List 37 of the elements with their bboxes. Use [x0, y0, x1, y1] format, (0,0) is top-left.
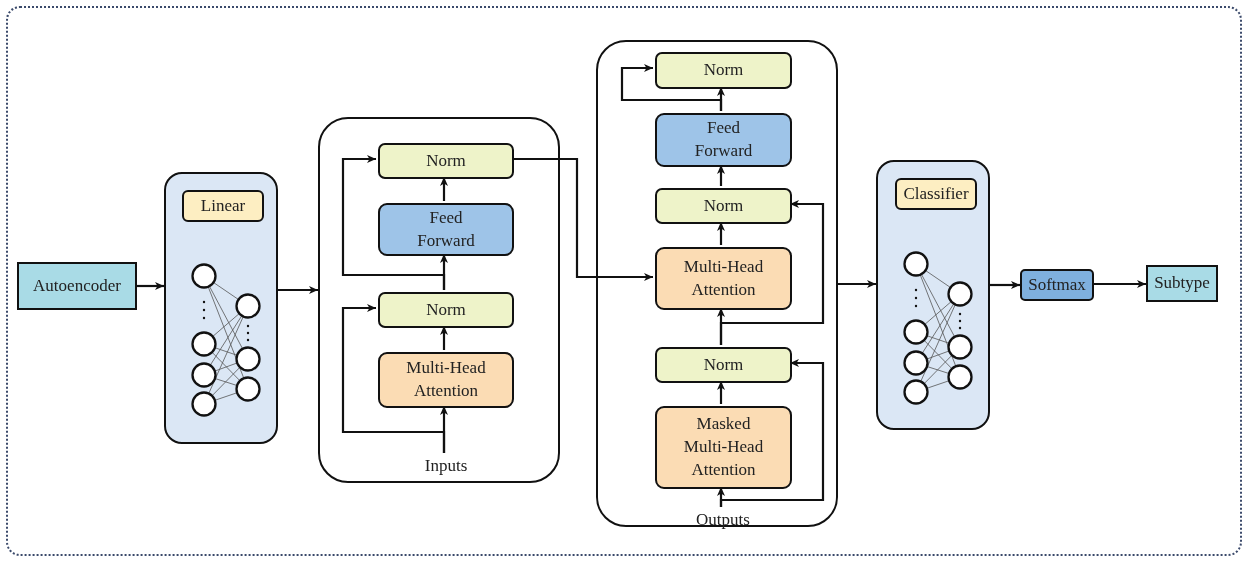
process-box: Norm: [378, 143, 514, 179]
arrow: [440, 326, 448, 350]
arrow: [341, 304, 446, 453]
arrow: [137, 282, 164, 290]
output-label: Outputs: [684, 509, 762, 531]
arrow: [719, 359, 825, 507]
encoder-block: [318, 117, 560, 483]
process-box: Feed Forward: [378, 203, 514, 256]
process-box: Norm: [655, 188, 792, 224]
process-box: Masked Multi-Head Attention: [655, 406, 792, 489]
arrow: [512, 157, 653, 281]
arrow: [1094, 280, 1146, 288]
arrow: [341, 155, 446, 290]
process-box: Softmax: [1020, 269, 1094, 301]
arrow: [717, 381, 725, 404]
process-box: Norm: [655, 347, 792, 383]
layer-label-box: Linear: [182, 190, 264, 222]
arrow: [278, 286, 318, 294]
process-box: Feed Forward: [655, 113, 792, 167]
process-box: Norm: [655, 52, 792, 89]
arrow: [440, 177, 448, 201]
process-box: Subtype: [1146, 265, 1218, 302]
arrow: [717, 222, 725, 245]
process-box: Autoencoder: [17, 262, 137, 310]
arrow: [620, 64, 723, 111]
arrow: [838, 280, 876, 288]
layer-panel: [164, 172, 278, 444]
arrow: [719, 200, 825, 345]
decoder-block: [596, 40, 838, 527]
layer-label-box: Classifier: [895, 178, 977, 210]
arrow: [990, 281, 1020, 289]
input-label: Inputs: [412, 455, 480, 477]
arrow: [717, 165, 725, 186]
layer-panel: [876, 160, 990, 430]
process-box: Multi-Head Attention: [378, 352, 514, 408]
process-box: Norm: [378, 292, 514, 328]
process-box: Multi-Head Attention: [655, 247, 792, 310]
